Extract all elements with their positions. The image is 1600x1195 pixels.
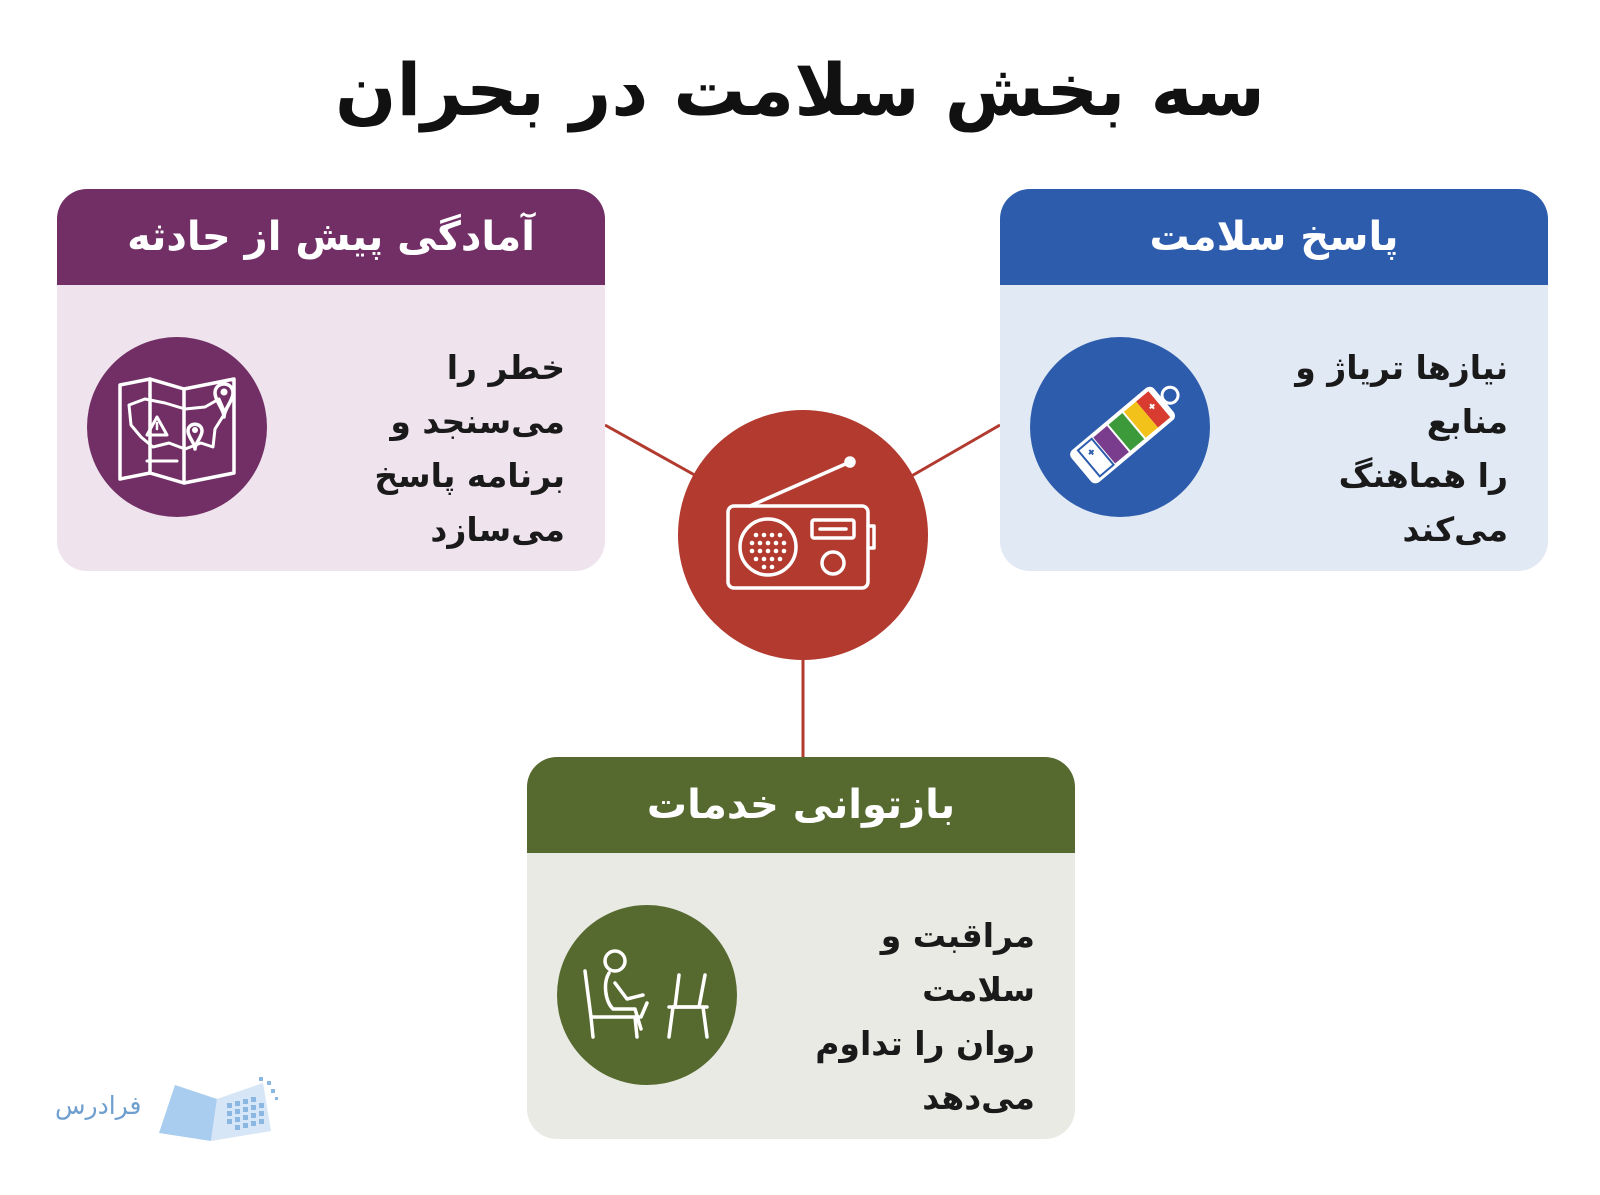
brand-logo: فرادرس <box>55 1075 285 1145</box>
text-line: برنامه پاسخ <box>374 456 565 495</box>
connector-prep <box>604 423 701 480</box>
card-recovery-header: بازتوانی خدمات <box>527 757 1075 853</box>
text-line: می‌سازد <box>430 510 565 549</box>
card-preparedness: آمادگی پیش از حادثه خطر را می‌سنجد و برن… <box>57 189 605 571</box>
card-response-text: نیازها تریاژ و منابع را هماهنگ می‌کند <box>1238 341 1508 557</box>
card-preparedness-text: خطر را می‌سنجد و برنامه پاسخ می‌سازد <box>295 341 565 557</box>
card-preparedness-body: خطر را می‌سنجد و برنامه پاسخ می‌سازد <box>57 285 605 571</box>
logo-text: فرادرس <box>55 1091 142 1120</box>
card-response: پاسخ سلامت نیازها تریاژ و منابع را هماهن… <box>1000 189 1548 571</box>
text-line: مراقبت و سلامت <box>880 916 1035 1009</box>
card-preparedness-header: آمادگی پیش از حادثه <box>57 189 605 285</box>
open-book-logo-icon <box>159 1077 278 1141</box>
hazard-map-icon <box>87 337 267 517</box>
connector-response <box>907 423 1001 480</box>
radio-icon <box>678 410 928 660</box>
text-line: را هماهنگ می‌کند <box>1338 456 1508 549</box>
card-response-body: نیازها تریاژ و منابع را هماهنگ می‌کند <box>1000 285 1548 571</box>
card-response-header: پاسخ سلامت <box>1000 189 1548 285</box>
card-recovery-text: مراقبت و سلامت روان را تداوم می‌دهد <box>765 909 1035 1125</box>
page-title: سه بخش سلامت در بحران <box>335 48 1265 132</box>
counseling-chairs-icon <box>557 905 737 1085</box>
card-recovery: بازتوانی خدمات مراقبت و سلامت روان را تد… <box>527 757 1075 1139</box>
text-line: می‌دهد <box>922 1078 1035 1117</box>
text-line: نیازها تریاژ و منابع <box>1295 348 1508 441</box>
text-line: روان را تداوم <box>815 1024 1035 1063</box>
text-line: خطر را می‌سنجد و <box>390 348 565 441</box>
card-recovery-body: مراقبت و سلامت روان را تداوم می‌دهد <box>527 853 1075 1139</box>
triage-tag-icon <box>1030 337 1210 517</box>
